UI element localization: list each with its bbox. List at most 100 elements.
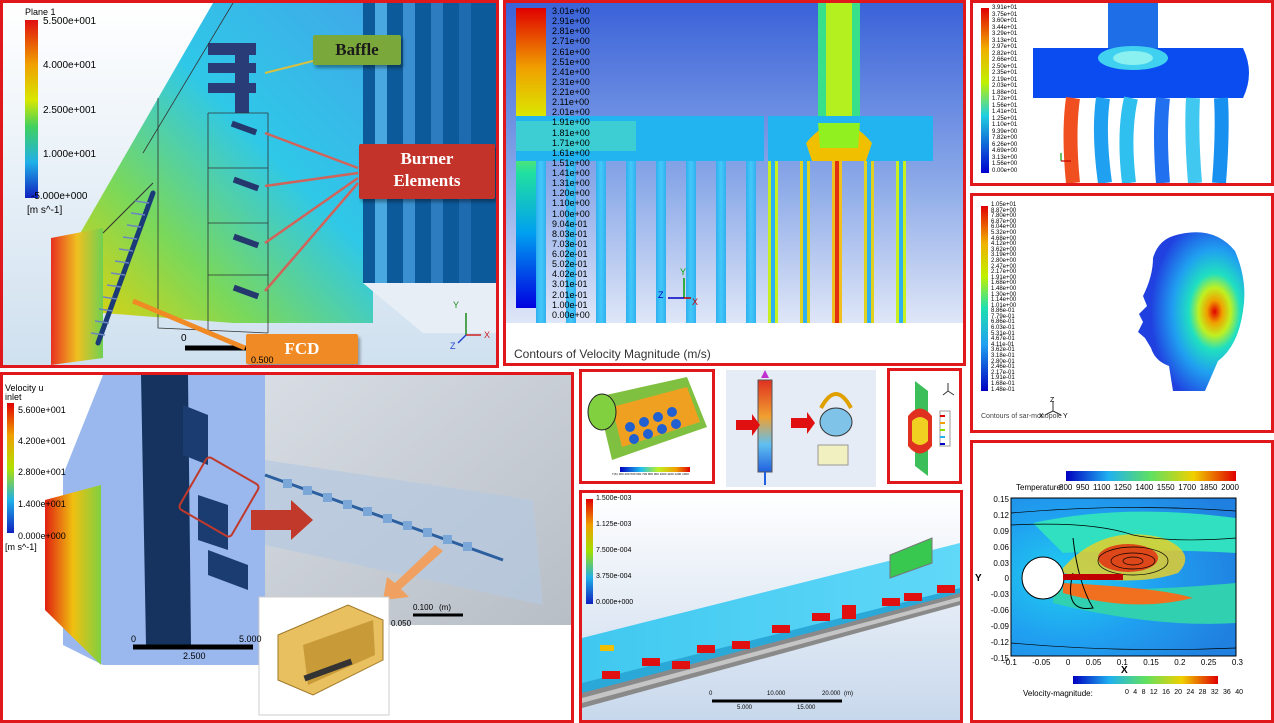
legend-tick: 4.12e+00 bbox=[991, 241, 1017, 248]
viewport-background bbox=[506, 3, 963, 323]
baffle-element bbox=[208, 43, 256, 113]
legend-tick: 8.03e-01 bbox=[552, 228, 588, 239]
legend-tick: 1.05e+01 bbox=[991, 202, 1017, 208]
legend-tick: 800 bbox=[647, 472, 653, 476]
velocity-colorbar bbox=[1073, 676, 1218, 684]
vel-tick: 16 bbox=[1162, 689, 1170, 696]
legend-tick: 1.71e+00 bbox=[552, 137, 590, 148]
arrow-burner-2 bbox=[264, 171, 359, 188]
branch-pipes-right bbox=[768, 161, 906, 323]
legend-tick: 2.91e+00 bbox=[552, 16, 590, 27]
legend-tick: 1.14e+00 bbox=[991, 297, 1017, 304]
legend-tick: 400 bbox=[624, 472, 630, 476]
legend-tick: 0.00e+00 bbox=[552, 309, 590, 320]
axis-z-label: Z bbox=[450, 341, 456, 351]
arrow-burner-3 bbox=[264, 176, 359, 245]
legend-tick: 2.03e+01 bbox=[992, 83, 1018, 89]
temp-tick: 1100 bbox=[1093, 483, 1111, 492]
legend-title: Plane 1 bbox=[25, 7, 56, 17]
legend-tick: 1.68e-01 bbox=[991, 381, 1015, 387]
legend-tick: 3.75e+01 bbox=[992, 11, 1018, 18]
legend-tick-1: 1.125e-003 bbox=[596, 521, 632, 528]
axis-y-label: Y bbox=[453, 300, 460, 310]
legend-tick: 300 bbox=[618, 472, 624, 476]
fcd-tube-bundle bbox=[95, 190, 156, 346]
heat-sink bbox=[819, 407, 853, 437]
legend-tick: 1.72e+01 bbox=[992, 96, 1018, 102]
legend-tick: 2.17e+00 bbox=[991, 269, 1017, 276]
legend-tick: 3.13e+01 bbox=[992, 37, 1018, 44]
scale2-unit: (m) bbox=[439, 603, 451, 612]
legend-colorbar bbox=[981, 8, 989, 173]
arrow-burner-1 bbox=[264, 131, 359, 170]
y-tick: -0.03 bbox=[990, 590, 1009, 600]
insert-tube bbox=[265, 460, 543, 605]
callout-burner-line1: Burner bbox=[400, 149, 454, 168]
vel-tick: 20 bbox=[1174, 689, 1183, 696]
inlet-wall bbox=[45, 485, 101, 665]
legend-tick: 2.66e+01 bbox=[992, 57, 1018, 63]
arrow-zoom bbox=[251, 500, 313, 540]
legend-tick: 5.02e-01 bbox=[552, 259, 588, 270]
legend-tick-4: -5.000e+000 bbox=[31, 191, 88, 202]
fcd-box bbox=[51, 228, 103, 365]
legend-tick: 1000 bbox=[659, 472, 667, 476]
legend-tick: 900 bbox=[653, 472, 659, 476]
legend-ticks: 1.05e+01 8.87e+00 7.80e+00 6.87e+00 6.04… bbox=[991, 202, 1017, 393]
legend-tick: 1.31e+00 bbox=[552, 178, 590, 189]
vel-tick: 8 bbox=[1141, 689, 1146, 696]
temp-tick: 1700 bbox=[1178, 483, 1197, 492]
legend-tick: 2.11e+00 bbox=[552, 97, 590, 108]
truck-plume bbox=[889, 537, 933, 579]
legend-tick: 1.10e+01 bbox=[992, 122, 1018, 128]
scale-end: 20.000 bbox=[822, 691, 841, 697]
legend-tick: 1.68e+00 bbox=[991, 280, 1017, 287]
legend-title-line1: Velocity u bbox=[5, 383, 44, 393]
legend-tick-0: 5.600e+001 bbox=[18, 405, 66, 415]
temperature-label: Temperature: bbox=[1016, 483, 1064, 492]
legend-tick: 3.19e+00 bbox=[991, 252, 1017, 259]
legend-tick: 2.31e+00 bbox=[552, 76, 590, 87]
legend-tick: 2.97e+01 bbox=[992, 44, 1018, 50]
scale-end: 5.000 bbox=[239, 634, 262, 644]
x-tick: 0.3 bbox=[1231, 658, 1243, 667]
panel-heat-exchanger bbox=[887, 368, 962, 484]
x-tick: 0.05 bbox=[1085, 658, 1102, 667]
x-tick: 0 bbox=[1065, 658, 1071, 667]
tunnel-tube bbox=[582, 543, 960, 688]
legend-tick-0: 5.500e+001 bbox=[43, 16, 97, 27]
legend-tick: 1.10e+00 bbox=[552, 198, 590, 209]
legend-colorbar bbox=[620, 467, 690, 472]
legend-colorbar bbox=[981, 206, 988, 391]
legend-tick: 2.46e-01 bbox=[991, 364, 1015, 371]
legend-tick: 1100 bbox=[667, 472, 674, 476]
legend-tick: 3.62e-01 bbox=[991, 347, 1015, 354]
header-pipe bbox=[1033, 48, 1249, 98]
legend-tick: 2.80e+00 bbox=[991, 257, 1017, 264]
axis-triad bbox=[668, 278, 691, 299]
panel-cylinder-flame: Temperature: 800 950 1100 1250 1400 1550… bbox=[970, 440, 1274, 723]
legend-tick: 2.80e-01 bbox=[991, 358, 1015, 365]
x-tick: 0.1 bbox=[1116, 658, 1128, 667]
legend-ticks: 3.91e+01 3.75e+01 3.60e+01 3.44e+01 3.29… bbox=[992, 5, 1017, 174]
y-tick: -0.15 bbox=[990, 653, 1009, 663]
scale-mid: 2.500 bbox=[183, 651, 206, 661]
legend-tick-2: 2.500e+001 bbox=[43, 105, 97, 116]
legend-tick: 1.41e+01 bbox=[992, 109, 1018, 115]
legend-tick: 2.17e-01 bbox=[991, 369, 1015, 376]
arrow-fcd bbox=[132, 298, 246, 351]
legend-tick: 2.81e+00 bbox=[552, 26, 590, 37]
legend-tick: 4.02e-01 bbox=[552, 269, 588, 280]
legend-tick-4: 0.000e+000 bbox=[596, 599, 634, 606]
axis-y-label: Y bbox=[680, 267, 687, 277]
legend-tick: 1.20e+00 bbox=[552, 188, 590, 199]
y-tick: 0.03 bbox=[993, 558, 1009, 568]
branch-pipes-left bbox=[536, 161, 756, 323]
temp-tick: 1550 bbox=[1156, 483, 1175, 492]
legend-tick: 1.48e-01 bbox=[991, 386, 1015, 393]
legend-tick-0: 1.500e-003 bbox=[596, 495, 632, 502]
vel-tick: 40 bbox=[1235, 689, 1243, 696]
legend-tick: 6.87e+00 bbox=[991, 218, 1017, 225]
legend-tick-2: 7.500e-004 bbox=[596, 547, 632, 554]
legend-tick: 9.39e+00 bbox=[992, 128, 1018, 135]
